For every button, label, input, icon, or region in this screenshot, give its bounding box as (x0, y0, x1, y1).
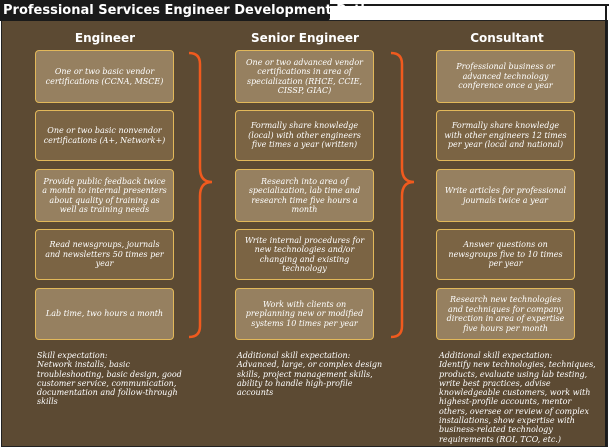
top-rule (320, 4, 609, 6)
skill-label: Additional skill expectation: (237, 351, 351, 360)
requirement-box: Write articles for professional journals… (436, 169, 575, 222)
requirement-box: Work with clients on preplanning new or … (235, 288, 374, 340)
requirement-box: Research new technologies and techniques… (436, 288, 575, 340)
column-heading-consultant: Consultant (470, 31, 544, 45)
requirement-box: Write internal procedures for new techno… (235, 229, 374, 280)
requirement-box: One or two basic vendor certifications (… (35, 50, 174, 103)
requirement-box: One or two advanced vendor certification… (235, 50, 374, 103)
skill-text: Network installs, basic troubleshooting,… (37, 360, 182, 407)
requirement-box: Research into area of specialization, la… (235, 169, 374, 222)
requirement-box: Formally share knowledge (local) with ot… (235, 110, 374, 161)
skill-expectation-consultant: Additional skill expectation: Identify n… (439, 351, 599, 444)
skill-label: Additional skill expectation: (439, 351, 553, 360)
right-rule (605, 4, 607, 447)
requirement-box: Lab time, two hours a month (35, 288, 174, 340)
skill-expectation-senior-engineer: Additional skill expectation: Advanced, … (237, 351, 387, 397)
progression-brace-1 (188, 51, 213, 339)
requirement-box: One or two basic nonvendor certification… (35, 110, 174, 161)
page-title: Professional Services Engineer Developme… (0, 0, 370, 21)
requirement-box: Professional business or advanced techno… (436, 50, 575, 103)
requirement-box: Formally share knowledge with other engi… (436, 110, 575, 161)
skill-text: Identify new technologies, techniques, p… (439, 360, 596, 444)
requirement-box: Read newsgroups, journals and newsletter… (35, 229, 174, 280)
requirement-box: Provide public feedback twice a month to… (35, 169, 174, 222)
skill-label: Skill expectation: (37, 351, 108, 360)
progression-brace-2 (390, 51, 415, 339)
skill-expectation-engineer: Skill expectation: Network installs, bas… (37, 351, 197, 407)
column-heading-senior-engineer: Senior Engineer (251, 31, 359, 45)
column-heading-engineer: Engineer (74, 31, 136, 45)
skill-text: Advanced, large, or complex design skill… (237, 360, 383, 398)
requirement-box: Answer questions on newsgroups five to 1… (436, 229, 575, 280)
